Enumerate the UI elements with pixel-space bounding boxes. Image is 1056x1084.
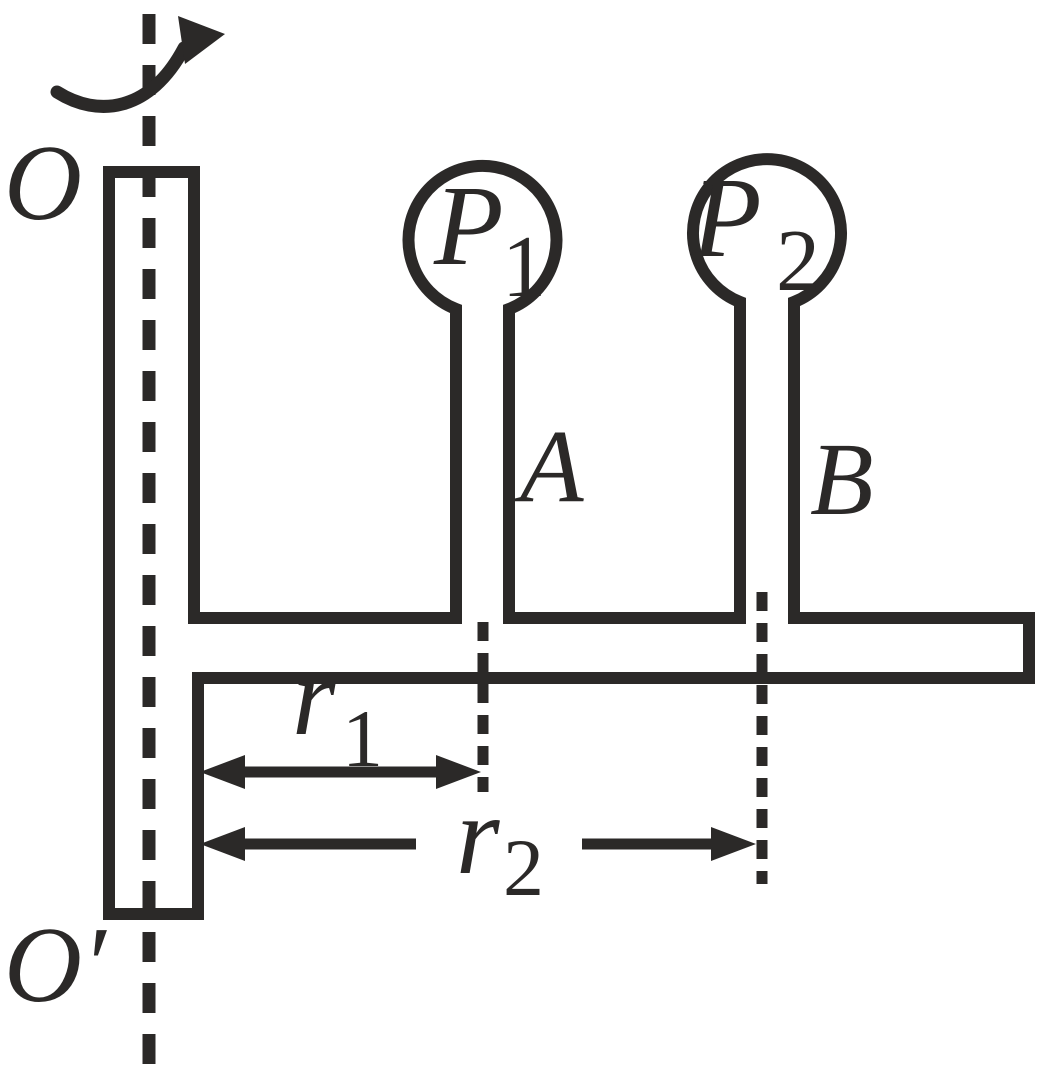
radius1-letter: r [292, 635, 336, 759]
r1-left-arrowhead-icon [200, 755, 245, 789]
axis-top-label: O [4, 124, 82, 243]
labels: O O′ P 1 P 2 A B r 1 r 2 [4, 124, 874, 1025]
r2-right-arrowhead-icon [711, 827, 756, 861]
sphere2-label: P 2 [691, 154, 820, 310]
rotation-arrow-head-icon [178, 16, 225, 64]
sphere1-letter: P [433, 162, 504, 289]
sphere2-subscript: 2 [776, 213, 820, 310]
r2-left-arrowhead-icon [200, 827, 245, 861]
axis-bottom-label: O′ [4, 906, 107, 1025]
radius1-label: r 1 [292, 635, 383, 784]
rod-b-label: B [810, 422, 874, 537]
rod-a-label: A [514, 409, 584, 524]
linework [50, 14, 1035, 1078]
radius2-letter: r [456, 774, 500, 898]
r1-right-arrowhead-icon [436, 755, 481, 789]
radius1-subscript: 1 [342, 693, 383, 784]
arrowheads [178, 16, 756, 861]
sphere2-letter: P [691, 154, 762, 281]
radius2-label: r 2 [456, 774, 544, 913]
rotating-frame-outline [103, 153, 1035, 920]
rotation-arrow-curve [50, 41, 191, 113]
radius2-subscript: 2 [503, 822, 544, 913]
sphere1-label: P 1 [433, 162, 546, 316]
sphere1-subscript: 1 [502, 219, 546, 316]
